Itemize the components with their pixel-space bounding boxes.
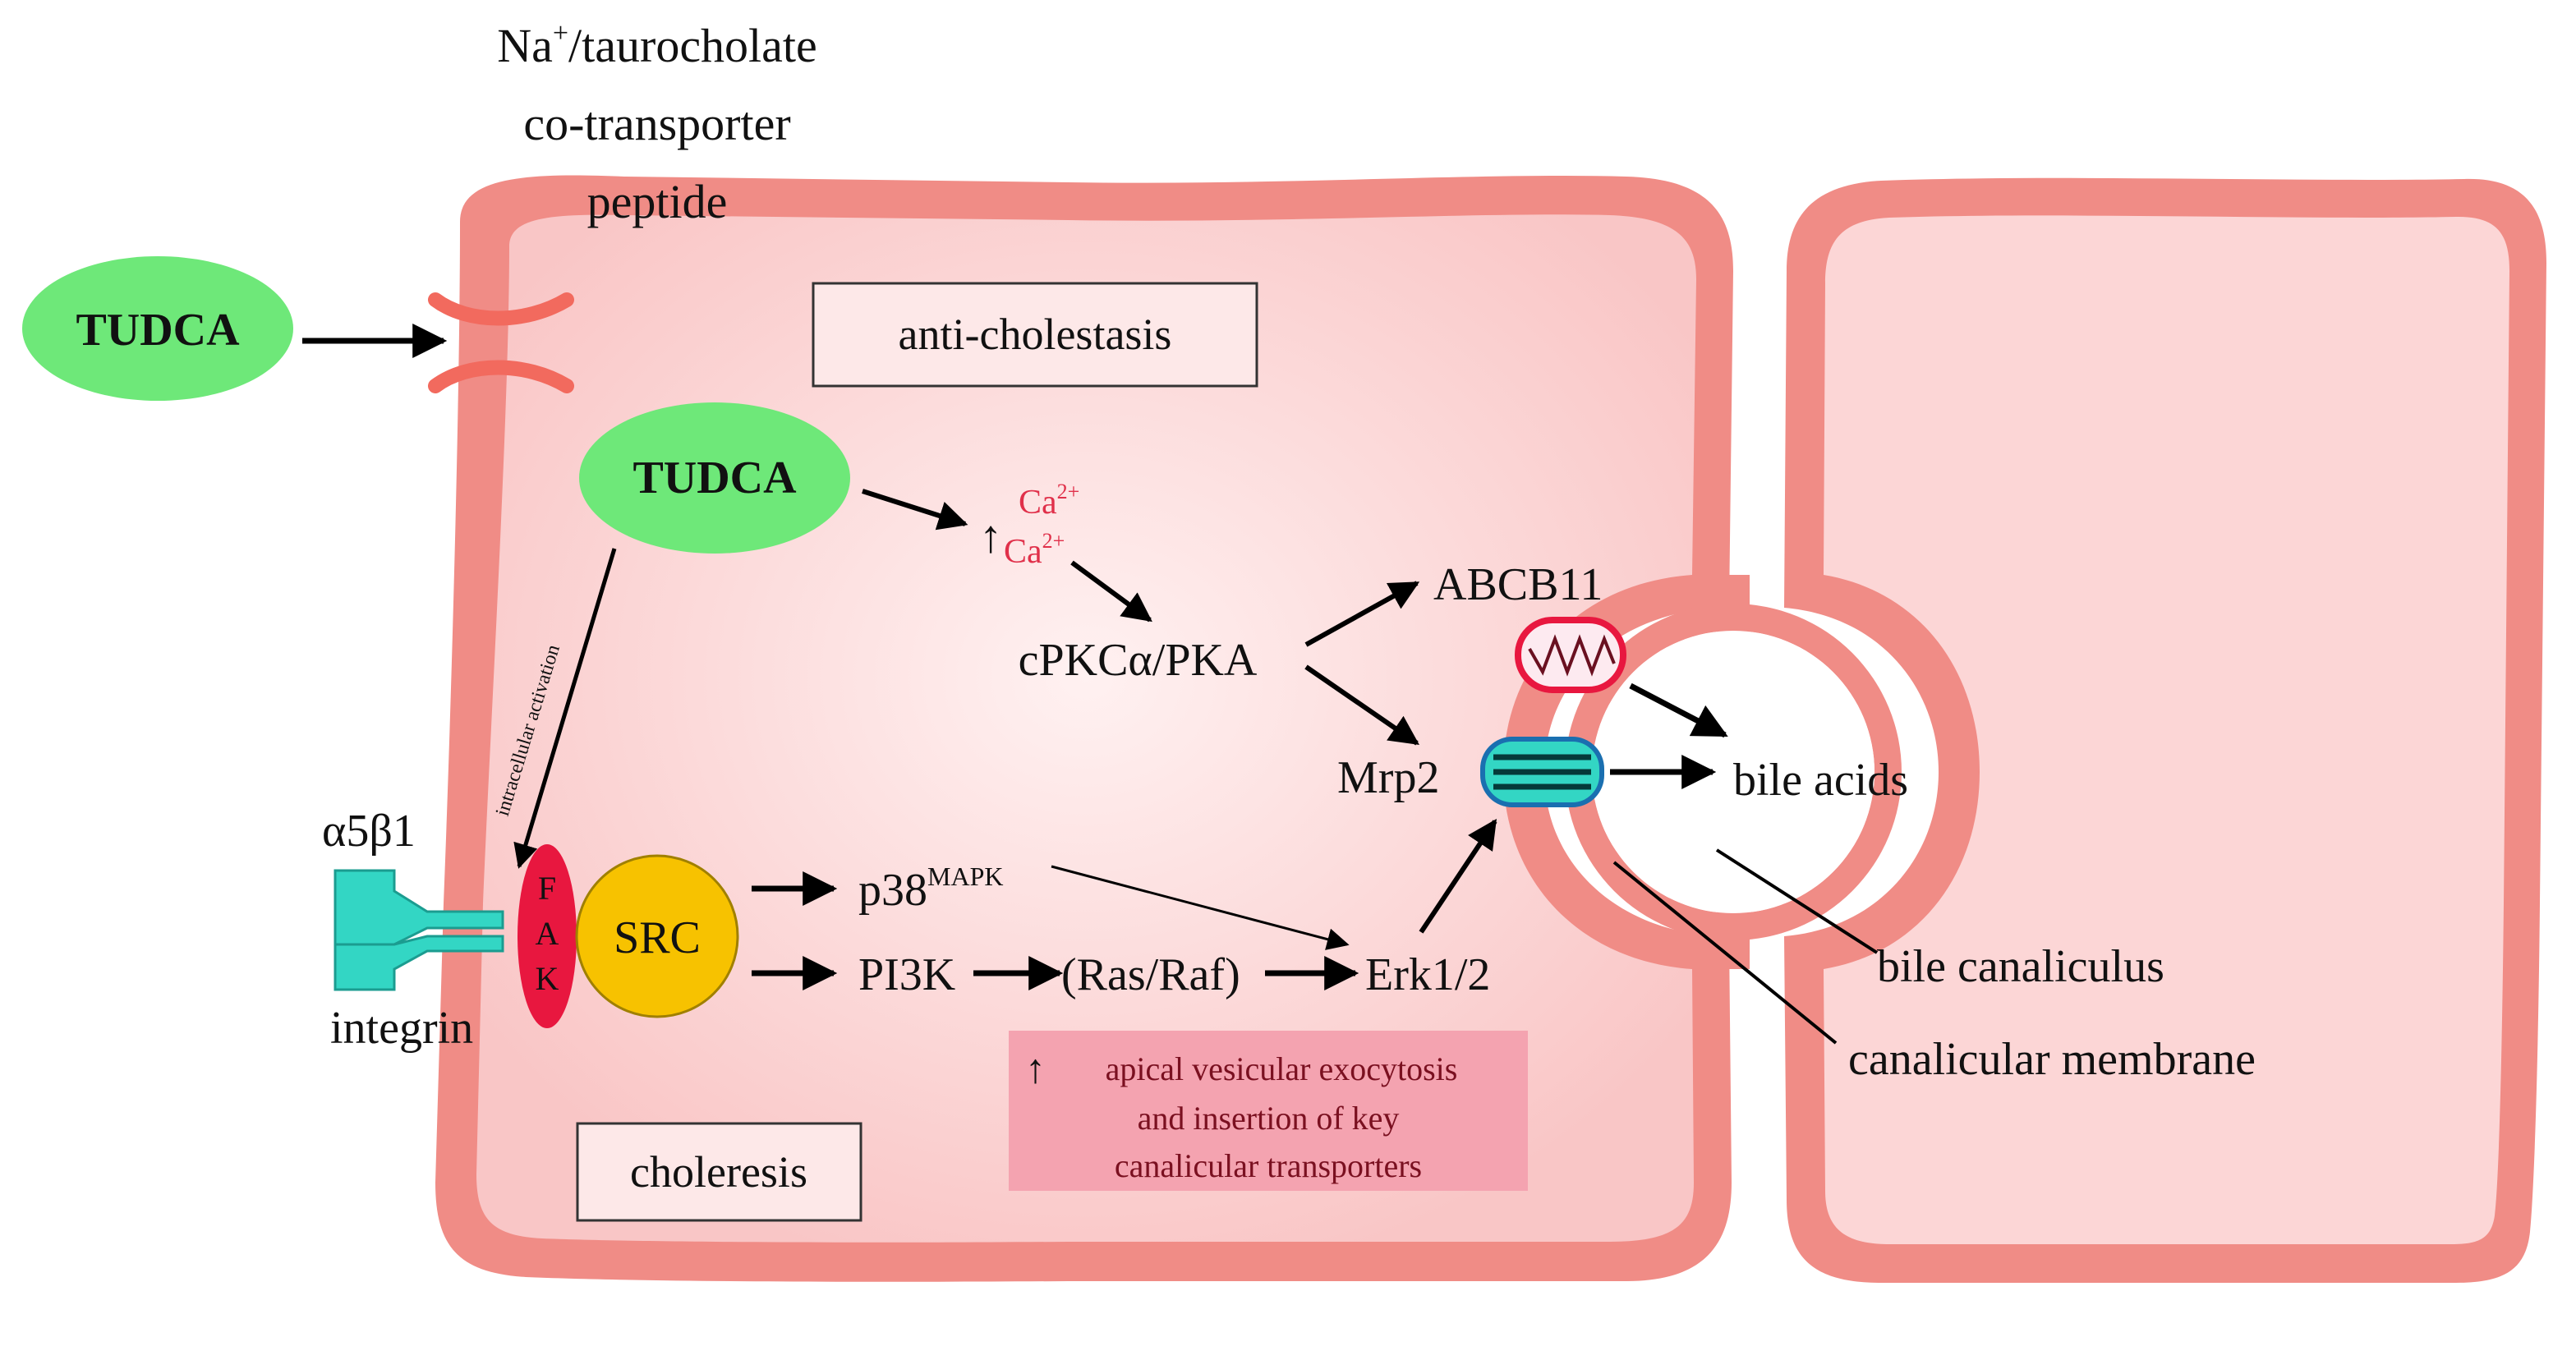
svg-text:apical vesicular exocytosis: apical vesicular exocytosis [1106, 1050, 1458, 1087]
arrow-tudca-to-calcium [862, 489, 968, 531]
erk-label: Erk1/2 [1365, 949, 1490, 1000]
calcium-increase: ↑ Ca2+ Ca2+ [979, 480, 1079, 571]
arrow-p38-to-erk [1051, 865, 1350, 950]
svg-text:Na+/taurocholate: Na+/taurocholate [497, 18, 817, 72]
svg-text:choleresis: choleresis [630, 1147, 807, 1197]
cpkc-pka-label: cPKCα/PKA [1019, 635, 1258, 686]
svg-text:anti-cholestasis: anti-cholestasis [899, 310, 1172, 359]
intercellular-gap-bottom [1733, 969, 1784, 1289]
svg-text:and insertion of key: and insertion of key [1138, 1100, 1400, 1137]
mrp2-label: Mrp2 [1337, 752, 1439, 803]
tudca-inside: TUDCA [579, 402, 850, 554]
svg-text:A: A [536, 915, 559, 952]
choleresis-box: choleresis [576, 1122, 862, 1222]
svg-text:peptide: peptide [587, 175, 728, 228]
abcb11-label: ABCB11 [1433, 559, 1603, 610]
svg-text:F: F [538, 870, 556, 907]
intercellular-gap-top [1733, 181, 1784, 575]
svg-text:Ca2+: Ca2+ [1019, 480, 1079, 521]
arrow-abcb11-to-bile-acids [1629, 682, 1728, 738]
canalicular-membrane-pointer [1612, 861, 1838, 1045]
fak-protein: F A K [518, 844, 577, 1028]
svg-text:TUDCA: TUDCA [76, 305, 240, 356]
canalicular-membrane-label: canalicular membrane [1848, 1034, 2256, 1085]
integrin-label: integrin [330, 1003, 473, 1054]
svg-text:SRC: SRC [614, 912, 701, 963]
bile-canaliculus-label: bile canaliculus [1877, 941, 2164, 992]
integrin-alpha-beta-label: α5β1 [322, 806, 416, 857]
arrow-calcium-to-cpkc [1070, 560, 1152, 623]
svg-text:Ca2+: Ca2+ [1004, 529, 1065, 571]
svg-text:↑: ↑ [1025, 1045, 1046, 1091]
svg-text:canalicular transporters: canalicular transporters [1115, 1147, 1422, 1184]
abcb11-transporter [1515, 617, 1626, 693]
canaliculus-junction-top [1717, 575, 1750, 634]
p38-label: p38MAPK [858, 861, 1003, 916]
anti-cholestasis-box: anti-cholestasis [812, 282, 1258, 388]
integrin-receptor [334, 869, 504, 991]
bile-acids-label: bile acids [1733, 755, 1908, 806]
arrow-erk-to-mrp2 [1419, 819, 1497, 934]
svg-text:co-transporter: co-transporter [523, 97, 790, 150]
right-cell-cytoplasm [1824, 215, 2509, 1245]
pi3k-label: PI3K [858, 949, 955, 1000]
svg-text:↑: ↑ [979, 512, 1002, 563]
src-protein: SRC [575, 854, 739, 1018]
svg-text:TUDCA: TUDCA [632, 453, 797, 503]
svg-text:K: K [536, 960, 559, 997]
arrow-intracellular-activation [513, 548, 617, 869]
bile-canaliculus-pointer [1715, 848, 1879, 954]
exocytosis-box: ↑ apical vesicular exocytosis and insert… [1009, 1031, 1528, 1191]
ras-raf-label: (Ras/Raf) [1061, 949, 1240, 1000]
right-hepatocyte [1784, 177, 2546, 1284]
ntcp-channel [428, 292, 574, 393]
arrow-cpkc-to-mrp2 [1304, 664, 1419, 746]
ntcp-label: Na+/taurocholate co-transporter peptide [497, 18, 817, 228]
tudca-outside: TUDCA [22, 256, 293, 401]
arrow-cpkc-to-abcb11 [1304, 581, 1420, 647]
mrp2-transporter [1480, 737, 1604, 807]
